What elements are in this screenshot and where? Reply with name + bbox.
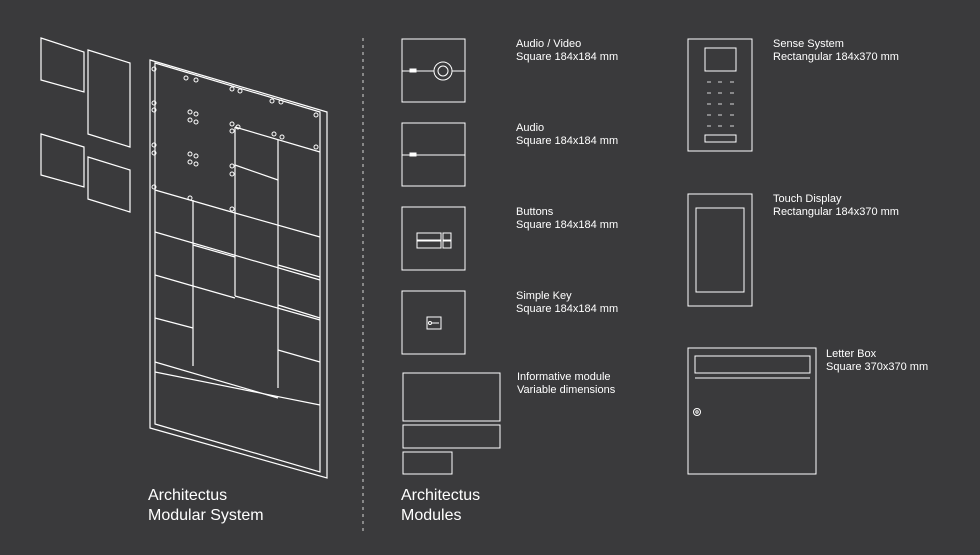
- panel-dots: [151, 66, 319, 212]
- buttons-module-drawing: [401, 206, 466, 271]
- letter-box-module-drawing: [687, 347, 817, 475]
- module-dims: Rectangular 184x370 mm: [773, 206, 899, 218]
- modular-system-panel: [149, 59, 328, 479]
- module-name: Informative module: [517, 371, 611, 383]
- audio-module-drawing: [401, 122, 466, 187]
- module-label-sense-system: Sense System Rectangular 184x370 mm: [773, 38, 899, 64]
- module-label-touch-display: Touch Display Rectangular 184x370 mm: [773, 193, 899, 219]
- module-dims: Square 184x184 mm: [516, 219, 619, 231]
- module-dims: Square 184x184 mm: [516, 51, 619, 63]
- audio-video-module-drawing: [401, 38, 466, 103]
- module-label-buttons: Buttons Square 184x184 mm: [516, 206, 618, 232]
- module-label-informative: Informative module Variable dimensions: [517, 371, 615, 397]
- module-label-audio-video: Audio / Video Square 184x184 mm: [516, 38, 618, 64]
- modules-title-line2: Modules: [401, 507, 462, 524]
- module-name: Buttons: [516, 206, 554, 218]
- module-dims: Square 184x184 mm: [516, 303, 619, 315]
- module-name: Audio: [516, 122, 545, 134]
- module-dims: Square 184x184 mm: [516, 135, 619, 147]
- module-label-simple-key: Simple Key Square 184x184 mm: [516, 290, 618, 316]
- module-name: Letter Box: [826, 348, 877, 360]
- module-name: Sense System: [773, 38, 844, 50]
- module-dims: Square 370x370 mm: [826, 361, 929, 373]
- system-title-line1: Architectus: [148, 487, 228, 504]
- module-name: Audio / Video: [516, 38, 582, 50]
- system-title: Architectus Modular System: [148, 486, 264, 526]
- module-name: Simple Key: [516, 290, 572, 302]
- modules-title-line1: Architectus: [401, 487, 481, 504]
- module-label-audio: Audio Square 184x184 mm: [516, 122, 618, 148]
- touch-display-module-drawing: [687, 193, 753, 307]
- module-dims: Rectangular 184x370 mm: [773, 51, 899, 63]
- system-title-line2: Modular System: [148, 507, 264, 524]
- modules-title: Architectus Modules: [401, 486, 480, 526]
- module-name: Touch Display: [773, 193, 842, 205]
- informative-module-drawing: [402, 372, 501, 475]
- module-label-letter-box: Letter Box Square 370x370 mm: [826, 348, 928, 374]
- exploded-panels: [40, 37, 131, 213]
- simple-key-module-drawing: [401, 290, 466, 355]
- module-dims: Variable dimensions: [517, 384, 616, 396]
- sense-system-module-drawing: [687, 38, 753, 152]
